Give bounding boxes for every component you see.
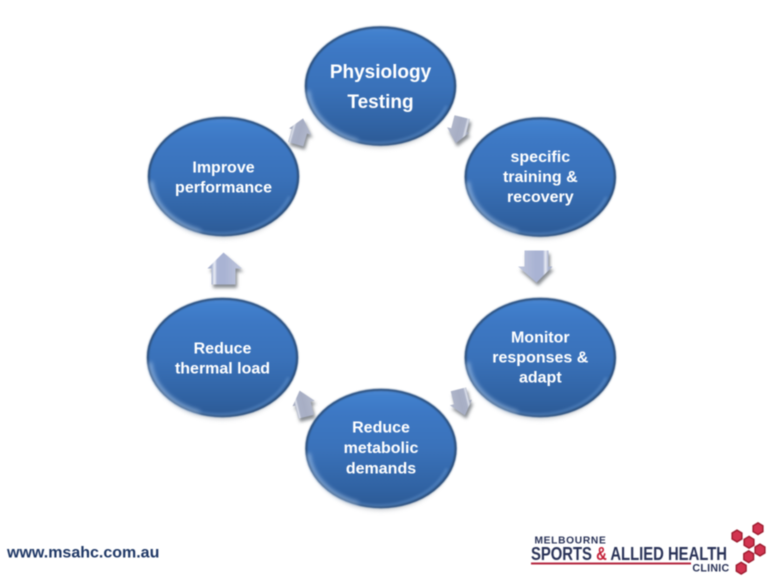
svg-text:www.msahc.com.au: www.msahc.com.au <box>6 545 159 562</box>
svg-text:Physiology: Physiology <box>330 62 432 83</box>
svg-text:MELBOURNE: MELBOURNE <box>535 536 607 547</box>
svg-text:Monitor: Monitor <box>511 330 570 347</box>
svg-text:metabolic: metabolic <box>344 440 419 457</box>
svg-text:specific: specific <box>511 149 571 166</box>
svg-text:thermal load: thermal load <box>175 361 270 378</box>
svg-text:performance: performance <box>175 180 272 197</box>
svg-text:responses &: responses & <box>492 350 588 367</box>
svg-text:demands: demands <box>346 461 416 478</box>
svg-text:adapt: adapt <box>519 370 562 387</box>
svg-text:Improve: Improve <box>192 160 254 177</box>
svg-text:CLINIC: CLINIC <box>692 563 729 575</box>
svg-text:Reduce: Reduce <box>194 341 252 358</box>
svg-text:Reduce: Reduce <box>352 420 410 437</box>
svg-text:recovery: recovery <box>507 189 574 206</box>
svg-text:SPORTS & ALLIED HEALTH: SPORTS & ALLIED HEALTH <box>531 543 727 564</box>
svg-text:training &: training & <box>503 169 578 186</box>
svg-text:Testing: Testing <box>347 92 413 113</box>
